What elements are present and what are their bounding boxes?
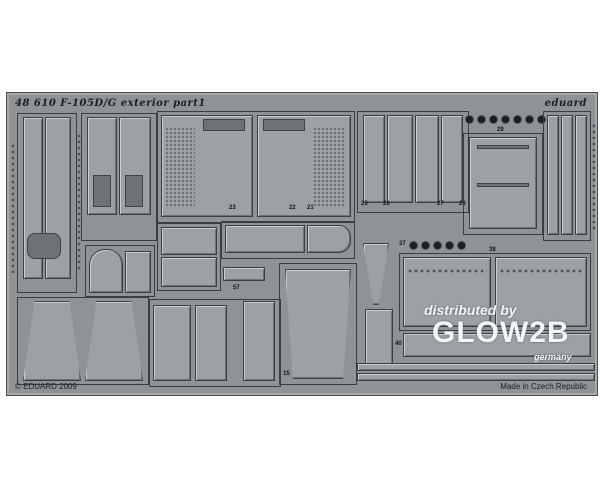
part-number-27: 27 [437, 201, 444, 207]
pylon-part [441, 115, 463, 203]
strip-cutout [27, 233, 61, 259]
part-number-26: 26 [383, 201, 390, 207]
small-bracket-row [223, 267, 265, 281]
watermark-logo: GLOW2B [432, 316, 570, 349]
narrow-panel-part [243, 301, 275, 381]
edge-hole-row [11, 143, 15, 273]
spike-part [363, 243, 389, 305]
pylon-part [363, 115, 385, 203]
hatch-line [477, 145, 529, 149]
fret-footer-origin: Made in Czech Republic [500, 382, 587, 391]
part-number-29: 29 [497, 127, 504, 133]
part-number-28: 28 [459, 201, 466, 207]
hatch-line [477, 183, 529, 187]
part-frame-lower-mid [149, 299, 281, 387]
thin-rail-part [357, 373, 595, 381]
rivet-pattern [165, 127, 195, 207]
vent-strip-part [225, 225, 305, 253]
rivet-pattern [313, 127, 345, 207]
part-frame-trapezoid [279, 263, 357, 385]
panel-cutout [125, 175, 143, 207]
flap-part [23, 301, 81, 381]
small-plate-part [125, 251, 151, 293]
part-number-40: 40 [395, 341, 402, 347]
panel-cutout [93, 175, 111, 207]
part-frame-lower-left [17, 297, 149, 385]
ribbed-panel [495, 257, 587, 327]
thin-rail-part [357, 363, 595, 371]
part-number-22: 22 [289, 205, 296, 211]
narrow-panel-part [153, 305, 191, 381]
part-frame-bay [157, 111, 355, 223]
long-strip-part [547, 115, 559, 235]
bay-top-cutout [203, 119, 245, 131]
part-frame-panel [81, 113, 157, 241]
long-strip-part [575, 115, 587, 235]
part-frame-strip [221, 221, 355, 259]
fret-header-title: 48 610 F-105D/G exterior part1 [15, 98, 206, 109]
watermark-line3: germany [534, 352, 572, 362]
pylon-part [387, 115, 413, 203]
narrow-panel-part [195, 305, 227, 381]
part-frame-left-strip [17, 113, 77, 293]
part-frame-hatch [463, 133, 543, 235]
part-frame-right-strips [543, 111, 591, 241]
distributor-watermark: distributed by GLOW2B germany [424, 300, 600, 370]
rib-row [407, 269, 487, 273]
part-frame-grille [157, 223, 221, 291]
part-frame-pylons [357, 111, 469, 213]
arch-part [89, 249, 123, 293]
trapezoid-plate [285, 269, 351, 379]
part-frame-ribbed [399, 253, 591, 331]
disc-row-middle [409, 241, 466, 250]
grid-part [365, 309, 393, 367]
grille-part [161, 227, 217, 255]
part-number-15: 15 [283, 371, 290, 377]
photo-etch-fret: 48 610 F-105D/G exterior part1 eduard 23… [6, 92, 598, 396]
bay-top-cutout [263, 119, 305, 131]
watermark-line1: distributed by [424, 302, 517, 318]
edge-hole-row [77, 133, 81, 273]
part-number-37: 37 [399, 241, 406, 247]
pylon-part [415, 115, 439, 203]
fret-footer-copyright: © EDUARD 2009 [15, 382, 77, 391]
long-rail-part [403, 333, 591, 357]
part-number-25: 25 [361, 201, 368, 207]
fret-header-brand: eduard [544, 98, 587, 109]
edge-hole-row [592, 123, 596, 233]
vent-end-part [307, 225, 351, 253]
ribbed-panel [403, 257, 491, 327]
part-frame-arch [85, 245, 155, 297]
part-number-21: 21 [307, 205, 314, 211]
part-number-57: 57 [233, 285, 240, 291]
grille-part [161, 257, 217, 287]
long-strip-part [561, 115, 573, 235]
rib-row [499, 269, 583, 273]
part-number-23: 23 [229, 205, 236, 211]
part-number-38: 38 [489, 247, 496, 253]
